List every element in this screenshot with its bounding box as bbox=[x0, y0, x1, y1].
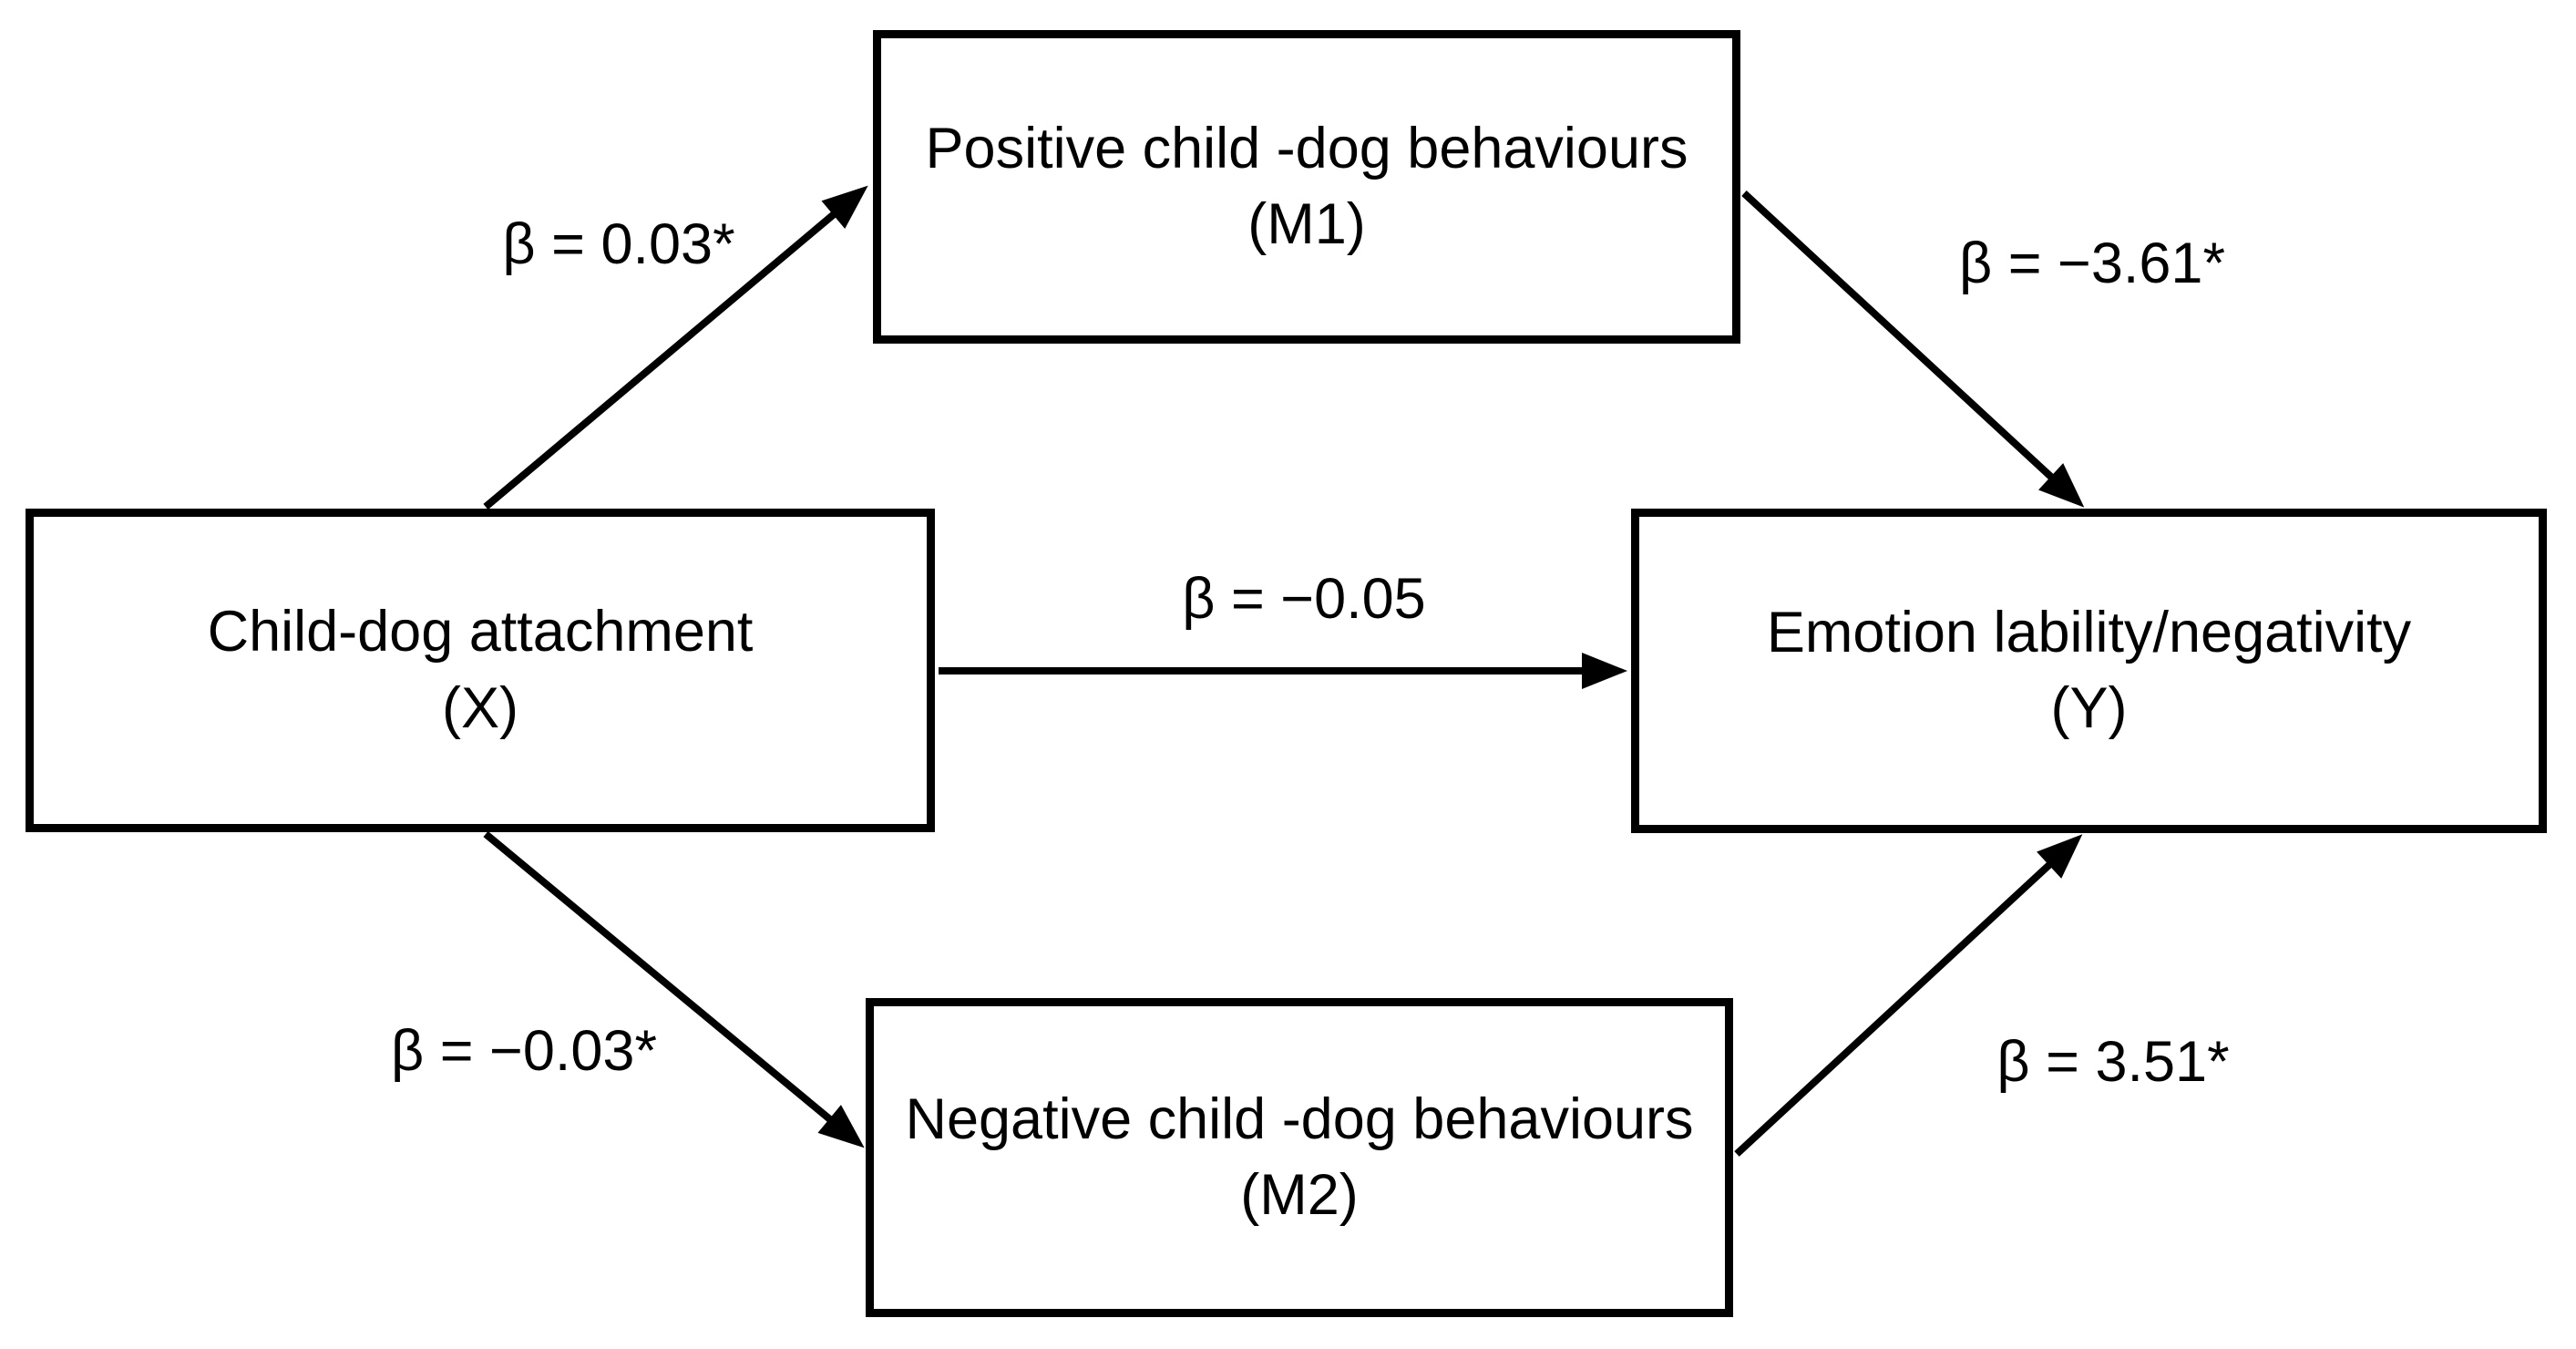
node-title: Child-dog attachment bbox=[207, 600, 754, 664]
node-emotion-lability: Emotion lability/negativity (Y) bbox=[1631, 509, 2547, 833]
node-code: (M1) bbox=[1247, 192, 1366, 256]
path-m2-y-coefficient: β = 3.51* bbox=[1996, 1030, 2230, 1094]
path-x-m2-arrow bbox=[483, 830, 865, 1148]
path-x-m2-coefficient: β = −0.03* bbox=[391, 1019, 657, 1083]
node-child-dog-attachment: Child-dog attachment (X) bbox=[26, 509, 935, 832]
path-x-m1-arrow bbox=[483, 185, 868, 510]
path-m1-y-coefficient: β = −3.61* bbox=[1959, 232, 2225, 295]
node-code: (X) bbox=[442, 675, 518, 740]
path-x-y-coefficient: β = −0.05 bbox=[1182, 567, 1426, 631]
node-title: Emotion lability/negativity bbox=[1766, 600, 2412, 664]
path-m1-y-arrow bbox=[1741, 191, 2085, 508]
node-title: Negative child -dog behaviours bbox=[905, 1086, 1694, 1151]
path-x-m1-coefficient: β = 0.03* bbox=[502, 212, 735, 276]
path-m2-y-arrow bbox=[1734, 834, 2083, 1157]
node-positive-behaviours: Positive child -dog behaviours (M1) bbox=[873, 30, 1740, 344]
node-code: (Y) bbox=[2050, 676, 2128, 740]
node-title: Positive child -dog behaviours bbox=[925, 116, 1688, 180]
node-code: (M2) bbox=[1240, 1163, 1359, 1227]
node-negative-behaviours: Negative child -dog behaviours (M2) bbox=[866, 998, 1733, 1317]
